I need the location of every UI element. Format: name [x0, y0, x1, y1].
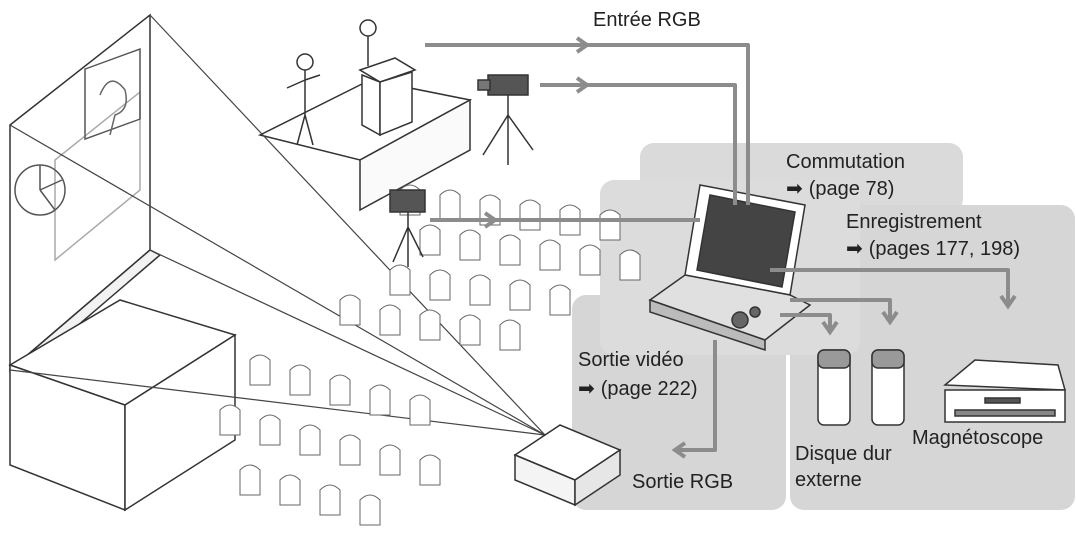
projector-icon — [513, 424, 622, 507]
vcr-icon — [943, 359, 1067, 423]
video-out-ref: ➡(page 222) — [578, 376, 698, 400]
external-disk-label-line2: externe — [795, 469, 862, 491]
camera-side-icon — [389, 189, 426, 267]
rgb-input-label: Entrée RGB — [593, 9, 701, 31]
switcher-laptop-icon — [648, 184, 812, 352]
recording-panel — [790, 205, 1075, 510]
right-arrow-icon: ➡ — [578, 376, 595, 400]
connector-arrowheads — [483, 36, 1017, 459]
connector-lines — [425, 43, 1010, 452]
rgb-out-label: Sortie RGB — [632, 471, 734, 493]
vcr-label: Magnétoscope — [912, 427, 1044, 449]
stage-platform — [8, 79, 473, 512]
audience — [219, 184, 641, 526]
video-out-label: Sortie vidéo — [578, 349, 684, 371]
projection-beam — [9, 14, 546, 436]
recording-ref: ➡(pages 177, 198) — [846, 236, 1020, 260]
recording-label: Enregistrement — [846, 211, 982, 233]
presenter-picture-icon — [84, 48, 141, 141]
right-arrow-icon: ➡ — [846, 236, 863, 260]
podium-icon — [358, 19, 417, 137]
external-disk-icon — [817, 349, 851, 426]
switching-label: Commutation — [786, 151, 905, 173]
camera-top-icon — [477, 74, 534, 165]
right-arrow-icon: ➡ — [786, 176, 803, 200]
external-disk-icon — [871, 349, 905, 426]
switching-ref: ➡(page 78) — [786, 176, 895, 200]
external-disk-label-line1: Disque dur — [795, 443, 892, 465]
presenter-icon — [286, 53, 321, 146]
